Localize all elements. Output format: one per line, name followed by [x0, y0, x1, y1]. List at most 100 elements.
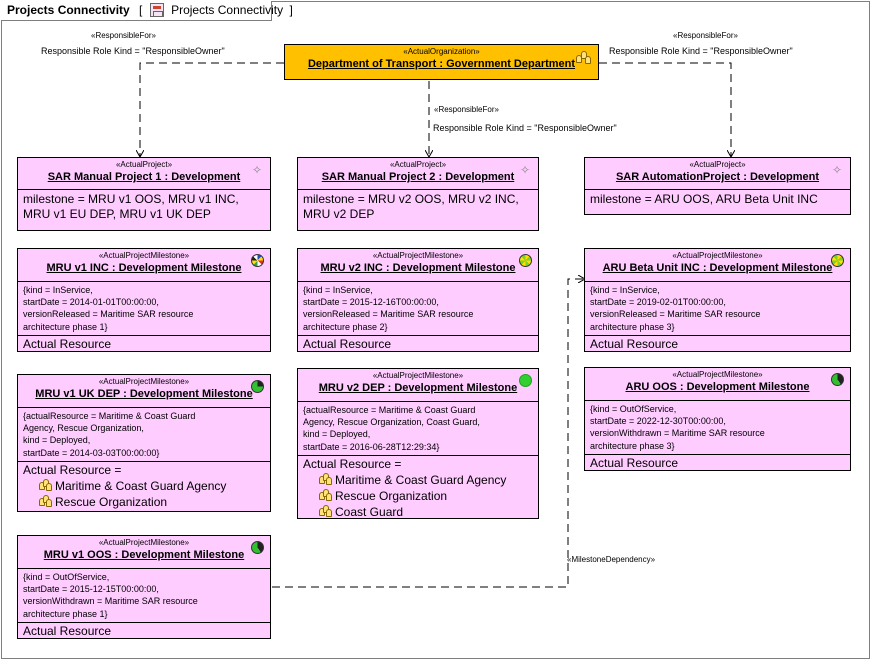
- organization-people-icon: [39, 495, 52, 507]
- pie-green-icon: [251, 380, 264, 393]
- property-line: startDate = 2016-06-28T12:29:34}: [303, 441, 440, 452]
- property-line: versionWithdrawn = Maritime SAR resource: [23, 596, 198, 607]
- actual-resources: Actual Resource = Maritime & Coast Guard…: [18, 461, 270, 512]
- project-node-3[interactable]: «ActualProject» SAR AutomationProject : …: [584, 157, 851, 215]
- property-line: Agency, Rescue Organization,: [23, 423, 144, 434]
- responsible-mid-text: Responsible Role Kind = "ResponsibleOwne…: [433, 123, 617, 133]
- element-name: SAR Manual Project 2 : Development: [321, 171, 515, 183]
- property-line: {kind = InService,: [590, 285, 660, 295]
- stereotype: «ActualProject»: [115, 160, 173, 169]
- element-name: MRU v1 INC : Development Milestone: [46, 262, 242, 274]
- property-line: versionReleased = Maritime SAR resource: [23, 309, 194, 320]
- resource-name: Maritime & Coast Guard Agency: [335, 473, 507, 487]
- milestone-line: milestone = MRU v1 OOS, MRU v1 INC,: [23, 192, 239, 206]
- organization-people-icon: [319, 505, 332, 517]
- milestone-dependency-connector[interactable]: [272, 279, 585, 588]
- milestone-line: MRU v1 EU DEP, MRU v1 UK DEP: [23, 207, 211, 221]
- property-line: startDate = 2014-03-03T00:00:00}: [23, 447, 160, 458]
- properties: {actualResource = Maritime & Coast Guard…: [18, 407, 270, 461]
- tab-close-bracket: ]: [289, 3, 293, 17]
- element-name: SAR AutomationProject : Development: [615, 171, 820, 183]
- properties: {kind = InService, startDate = 2014-01-0…: [18, 281, 270, 335]
- actual-resource-label: Actual Resource: [18, 622, 270, 641]
- property-line: {kind = InService,: [23, 285, 93, 295]
- property-line: startDate = 2014-01-01T00:00:00,: [23, 297, 159, 308]
- property-line: versionReleased = Maritime SAR resource: [590, 309, 761, 320]
- project-node-2[interactable]: «ActualProject» SAR Manual Project 2 : D…: [297, 157, 539, 231]
- property-line: startDate = 2019-02-01T00:00:00,: [590, 297, 726, 308]
- stereotype: «ActualProjectMilestone»: [98, 251, 190, 260]
- stereotype: «ActualProjectMilestone»: [98, 538, 190, 547]
- pie-yellow-green-icon: [831, 254, 844, 267]
- milestone-mru-v1-oos[interactable]: «ActualProjectMilestone» MRU v1 OOS : De…: [17, 535, 271, 639]
- responsible-left-connector[interactable]: [140, 62, 284, 157]
- stereotype: «ActualProjectMilestone»: [672, 370, 763, 379]
- milestone-mru-v1-uk-dep[interactable]: «ActualProjectMilestone» MRU v1 UK DEP :…: [17, 374, 271, 512]
- actual-resource-label: Actual Resource: [585, 454, 850, 473]
- resource-item[interactable]: Rescue Organization: [303, 488, 533, 504]
- resource-name: Coast Guard: [335, 505, 404, 519]
- property-line: kind = Deployed,: [23, 435, 91, 446]
- resource-item[interactable]: Maritime & Coast Guard Agency: [303, 472, 533, 488]
- property-line: architecture phase 3}: [590, 440, 675, 451]
- diagram-name: Projects Connectivity: [171, 3, 284, 17]
- responsible-mid-stereotype: «ResponsibleFor»: [434, 105, 499, 114]
- actual-resource-label: Actual Resource: [298, 335, 538, 354]
- property-line: architecture phase 2}: [303, 321, 388, 332]
- element-name: ARU OOS : Development Milestone: [625, 381, 810, 393]
- organization-people-icon: [576, 51, 592, 65]
- resource-item[interactable]: Maritime & Coast Guard Agency: [23, 478, 265, 494]
- resource-name: Rescue Organization: [335, 489, 448, 503]
- responsible-right-connector[interactable]: [599, 62, 731, 157]
- property-line: Agency, Rescue Organization, Coast Guard…: [303, 417, 480, 428]
- property-line: architecture phase 1}: [23, 608, 108, 619]
- green-circle-icon: [519, 374, 532, 387]
- milestone-list: milestone = MRU v1 OOS, MRU v1 INC, MRU …: [18, 189, 270, 224]
- milestone-list: milestone = MRU v2 OOS, MRU v2 INC, MRU …: [298, 189, 538, 224]
- organization-people-icon: [39, 479, 52, 491]
- property-line: versionWithdrawn = Maritime SAR resource: [590, 428, 765, 439]
- diagram-title: Projects Connectivity: [7, 3, 130, 17]
- tab-open-bracket: [: [139, 3, 143, 17]
- resource-item[interactable]: Coast Guard: [303, 504, 533, 520]
- resource-item[interactable]: Rescue Organization: [23, 494, 265, 510]
- stereotype: «ActualProject»: [689, 160, 746, 169]
- organization-node[interactable]: «ActualOrganization» Department of Trans…: [284, 44, 599, 80]
- diagram-tab[interactable]: Projects Connectivity [ Projects Connect…: [1, 1, 293, 21]
- property-line: startDate = 2015-12-16T00:00:00,: [303, 297, 439, 308]
- responsible-left-stereotype: «ResponsibleFor»: [91, 31, 156, 40]
- element-name: MRU v2 INC : Development Milestone: [320, 262, 516, 274]
- milestone-line: milestone = ARU OOS, ARU Beta Unit INC: [590, 192, 818, 206]
- stereotype: «ActualProjectMilestone»: [98, 377, 190, 386]
- properties: {kind = InService, startDate = 2019-02-0…: [585, 281, 850, 335]
- milestone-aru-beta-inc[interactable]: «ActualProjectMilestone» ARU Beta Unit I…: [584, 248, 851, 352]
- property-line: versionReleased = Maritime SAR resource: [303, 309, 474, 320]
- stereotype: «ActualOrganization»: [403, 47, 480, 56]
- properties: {actualResource = Maritime & Coast Guard…: [298, 401, 538, 455]
- actual-resource-label: Actual Resource: [585, 335, 850, 354]
- pie-green-black-icon: [251, 541, 264, 554]
- milestone-dependency-stereotype: «MilestoneDependency»: [567, 555, 656, 564]
- resource-name: Rescue Organization: [55, 495, 168, 509]
- project-node-1[interactable]: «ActualProject» SAR Manual Project 1 : D…: [17, 157, 271, 231]
- responsible-right-stereotype: «ResponsibleFor»: [673, 31, 738, 40]
- property-line: {actualResource = Maritime & Coast Guard: [23, 411, 196, 421]
- sparkle-icon: ✧: [831, 163, 843, 177]
- actual-resources: Actual Resource = Maritime & Coast Guard…: [298, 455, 538, 522]
- pie-green-black-icon: [831, 373, 844, 386]
- property-line: startDate = 2022-12-30T00:00:00,: [590, 416, 726, 427]
- stereotype: «ActualProject»: [389, 160, 447, 169]
- milestone-mru-v1-inc[interactable]: «ActualProjectMilestone» MRU v1 INC : De…: [17, 248, 271, 352]
- diagram-type-icon: [149, 3, 164, 17]
- property-line: architecture phase 3}: [590, 321, 675, 332]
- property-line: {kind = OutOfService,: [23, 572, 110, 582]
- property-line: architecture phase 1}: [23, 321, 108, 332]
- actual-resource-label: Actual Resource =: [303, 457, 402, 471]
- milestone-aru-oos[interactable]: «ActualProjectMilestone» ARU OOS : Devel…: [584, 367, 851, 471]
- stereotype: «ActualProjectMilestone»: [372, 371, 464, 380]
- milestone-mru-v2-dep[interactable]: «ActualProjectMilestone» MRU v2 DEP : De…: [297, 368, 539, 519]
- sparkle-icon: ✧: [251, 163, 263, 177]
- milestone-mru-v2-inc[interactable]: «ActualProjectMilestone» MRU v2 INC : De…: [297, 248, 539, 352]
